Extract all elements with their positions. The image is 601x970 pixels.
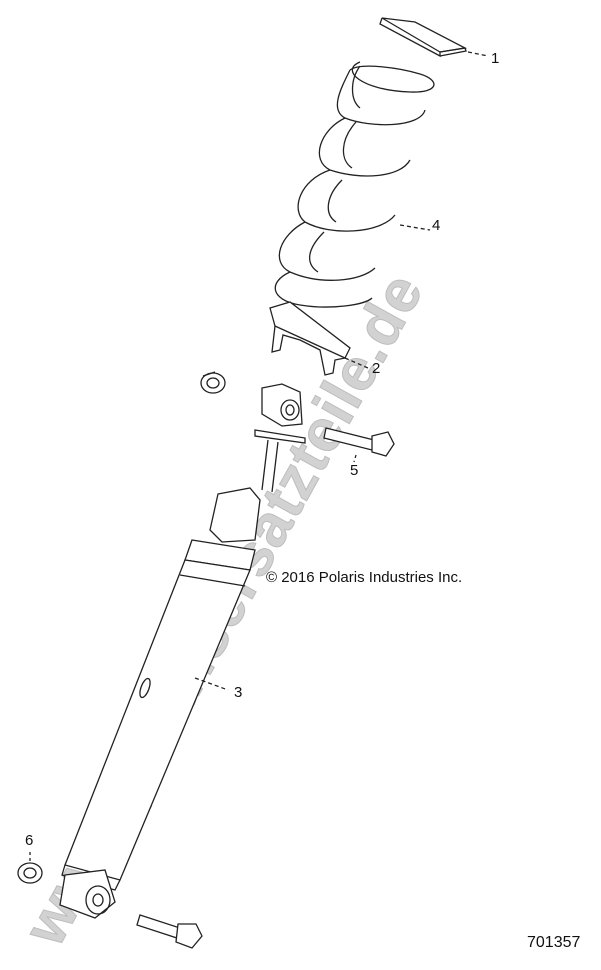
callout-6: 6 bbox=[25, 832, 34, 849]
bushing-top bbox=[200, 371, 226, 394]
callout-4: 4 bbox=[432, 217, 441, 234]
callout-1: 1 bbox=[491, 50, 500, 67]
copyright-notice: © 2016 Polaris Industries Inc. bbox=[266, 569, 463, 586]
part-2-spring-seat bbox=[269, 301, 369, 376]
callout-2: 2 bbox=[372, 360, 381, 377]
bolt-bottom bbox=[136, 914, 203, 949]
part-1-retainer bbox=[379, 17, 489, 58]
figure-number: 701357 bbox=[527, 934, 581, 951]
part-4-coil-spring bbox=[274, 61, 435, 308]
callout-3: 3 bbox=[234, 684, 243, 701]
part-5-bolt bbox=[323, 427, 395, 463]
callout-5: 5 bbox=[350, 462, 359, 479]
part-6-bushing bbox=[17, 852, 43, 884]
part-3-shock-absorber bbox=[59, 383, 306, 919]
